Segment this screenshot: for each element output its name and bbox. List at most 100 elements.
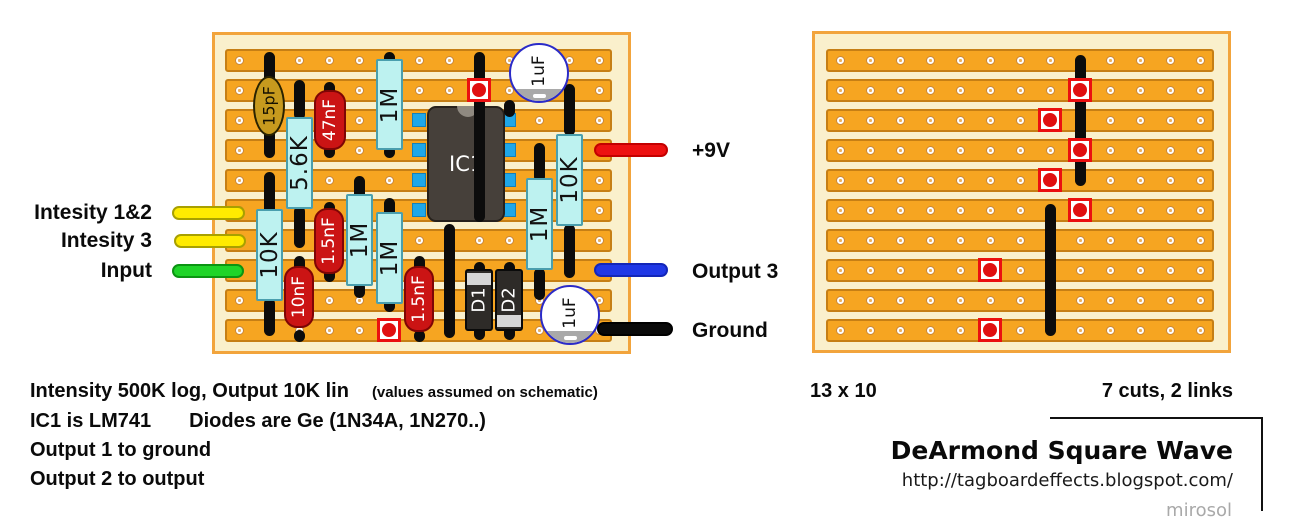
resistor-label: 1M (526, 205, 553, 243)
hole (925, 145, 935, 155)
hole (234, 175, 244, 185)
hole (1135, 55, 1145, 65)
hole (594, 115, 604, 125)
component-lead (383, 52, 395, 64)
hole (1135, 85, 1145, 95)
hole (1135, 295, 1145, 305)
cut-marker-dot (983, 263, 997, 277)
hole (895, 325, 905, 335)
notes-line-1: Intensity 500K log, Output 10K lin(value… (30, 380, 598, 403)
hole (985, 295, 995, 305)
hole (1015, 265, 1025, 275)
elco-minus-mark (564, 336, 577, 340)
component-lead (293, 206, 305, 248)
capacitor-10nF: 10nF (284, 266, 314, 328)
hookup-wire-green (172, 264, 244, 278)
hole (1015, 295, 1025, 305)
hole (1195, 265, 1205, 275)
notes-line-4: Output 2 to output (30, 468, 205, 490)
diode-label: D2 (498, 287, 520, 313)
label-plus9v: +9V (692, 139, 730, 162)
hole (1015, 145, 1025, 155)
hole (324, 325, 334, 335)
cut-marker-dot (983, 323, 997, 337)
component-lead (503, 262, 515, 274)
hole (865, 85, 875, 95)
capacitor-label: 1.5nF (409, 275, 429, 323)
chip-notch (457, 106, 479, 117)
hole (1045, 145, 1055, 155)
cut-marker-dot (472, 83, 486, 97)
title-block-rule-vertical (1261, 417, 1263, 511)
hole (1165, 55, 1175, 65)
hookup-wire-yellow (174, 234, 246, 248)
hole (414, 85, 424, 95)
hole (985, 145, 995, 155)
hole (1105, 325, 1115, 335)
electrolytic-cap-1uF: 1uF (509, 43, 569, 103)
hookup-wire-red (594, 143, 668, 157)
hole (1195, 235, 1205, 245)
site-url: http://tagboardeffects.blogspot.com/ (901, 470, 1233, 491)
hole (594, 175, 604, 185)
capacitor-47nF: 47nF (314, 90, 346, 150)
cut-marker (467, 78, 491, 102)
hole (925, 115, 935, 125)
hookup-wire-black (597, 322, 673, 336)
hole (925, 205, 935, 215)
hole (1195, 175, 1205, 185)
cut-marker (377, 318, 401, 342)
hole (955, 85, 965, 95)
hole (324, 55, 334, 65)
hole (955, 175, 965, 185)
diode-label: D1 (468, 287, 490, 313)
cut-marker (1068, 78, 1092, 102)
board-size-label: 13 x 10 (810, 380, 877, 402)
component-lead (533, 268, 545, 300)
hole (234, 115, 244, 125)
hole (534, 115, 544, 125)
component-lead (473, 262, 485, 274)
resistor-10K: 10K (256, 209, 283, 301)
hole (534, 325, 544, 335)
hole (1195, 325, 1205, 335)
component-lead (353, 176, 365, 200)
diode-cathode-band (497, 315, 521, 327)
resistor-5.6K: 5.6K (286, 117, 313, 209)
ic-solder-pad (412, 173, 426, 187)
hole (955, 145, 965, 155)
hole (865, 205, 875, 215)
hookup-wire-blue (594, 263, 668, 277)
hole (1015, 55, 1025, 65)
label-intensity-1-2: Intesity 1&2 (34, 201, 152, 224)
hole (234, 295, 244, 305)
component-lead (383, 198, 395, 218)
hole (835, 115, 845, 125)
hole (835, 265, 845, 275)
hole (835, 205, 845, 215)
hole (354, 145, 364, 155)
hole (234, 145, 244, 155)
hole (1135, 205, 1145, 215)
ic-solder-pad (412, 203, 426, 217)
note-pots: Intensity 500K log, Output 10K lin (30, 380, 349, 402)
elco-label: 1uF (560, 297, 580, 329)
capacitor-label: 1.5nF (319, 217, 339, 265)
hole (865, 265, 875, 275)
hole (1195, 115, 1205, 125)
hole (354, 85, 364, 95)
component-lead (473, 52, 485, 222)
label-ground: Ground (692, 319, 768, 342)
hole (594, 85, 604, 95)
hole (865, 175, 875, 185)
hole (1105, 235, 1115, 245)
cut-marker (978, 258, 1002, 282)
title-block-rule-horizontal (1050, 417, 1262, 419)
hookup-wire-yellow (172, 206, 245, 220)
hole (1165, 175, 1175, 185)
hole (594, 55, 604, 65)
hole (865, 295, 875, 305)
resistor-label: 1M (376, 239, 403, 277)
hole (835, 85, 845, 95)
